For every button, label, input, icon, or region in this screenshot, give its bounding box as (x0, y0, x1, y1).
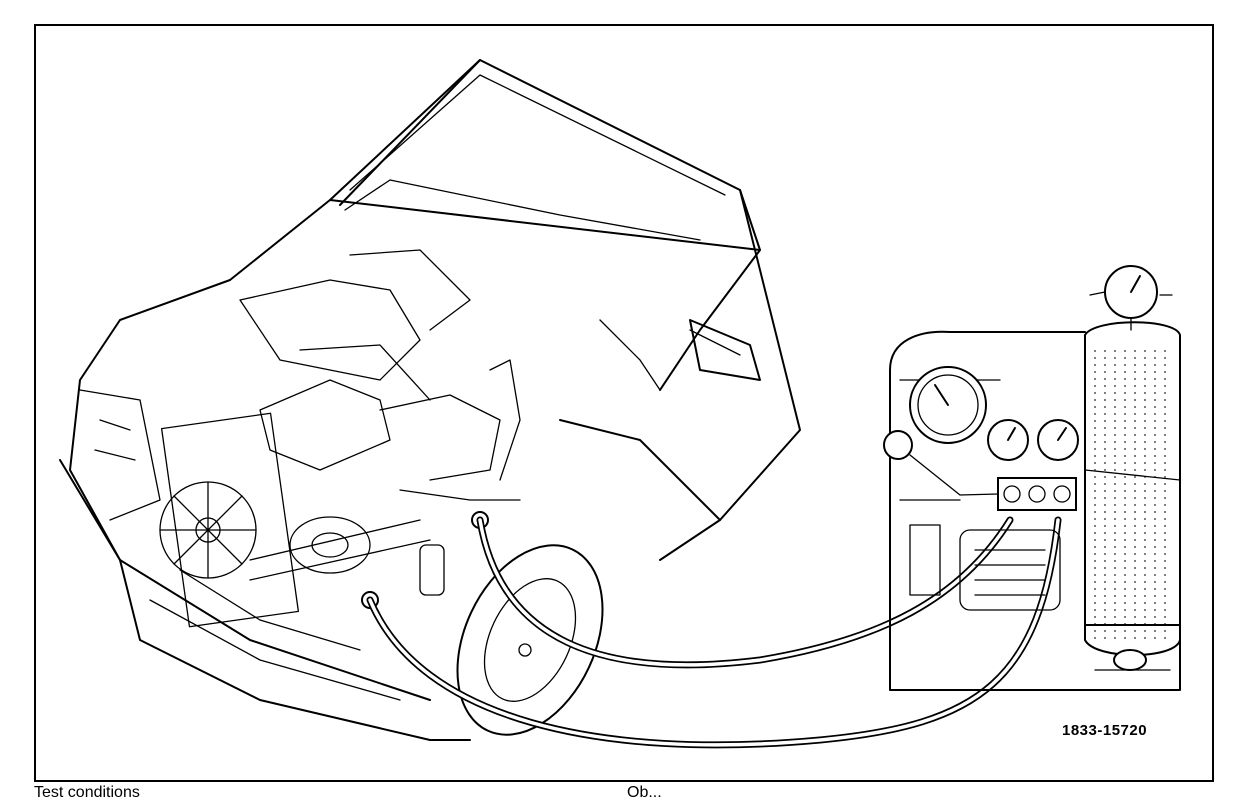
footer-caption-middle: Ob... (627, 784, 662, 801)
figure-number: 1833-15720 (1062, 722, 1148, 739)
front-wheel (456, 544, 604, 736)
footer-caption-left: Test conditions (34, 784, 140, 801)
refrigerant-cylinder (1084, 265, 1181, 671)
diagram-frame (34, 24, 1214, 782)
ac-service-station (883, 330, 1181, 691)
car-illustration (59, 59, 801, 741)
service-hoses (366, 516, 1062, 749)
